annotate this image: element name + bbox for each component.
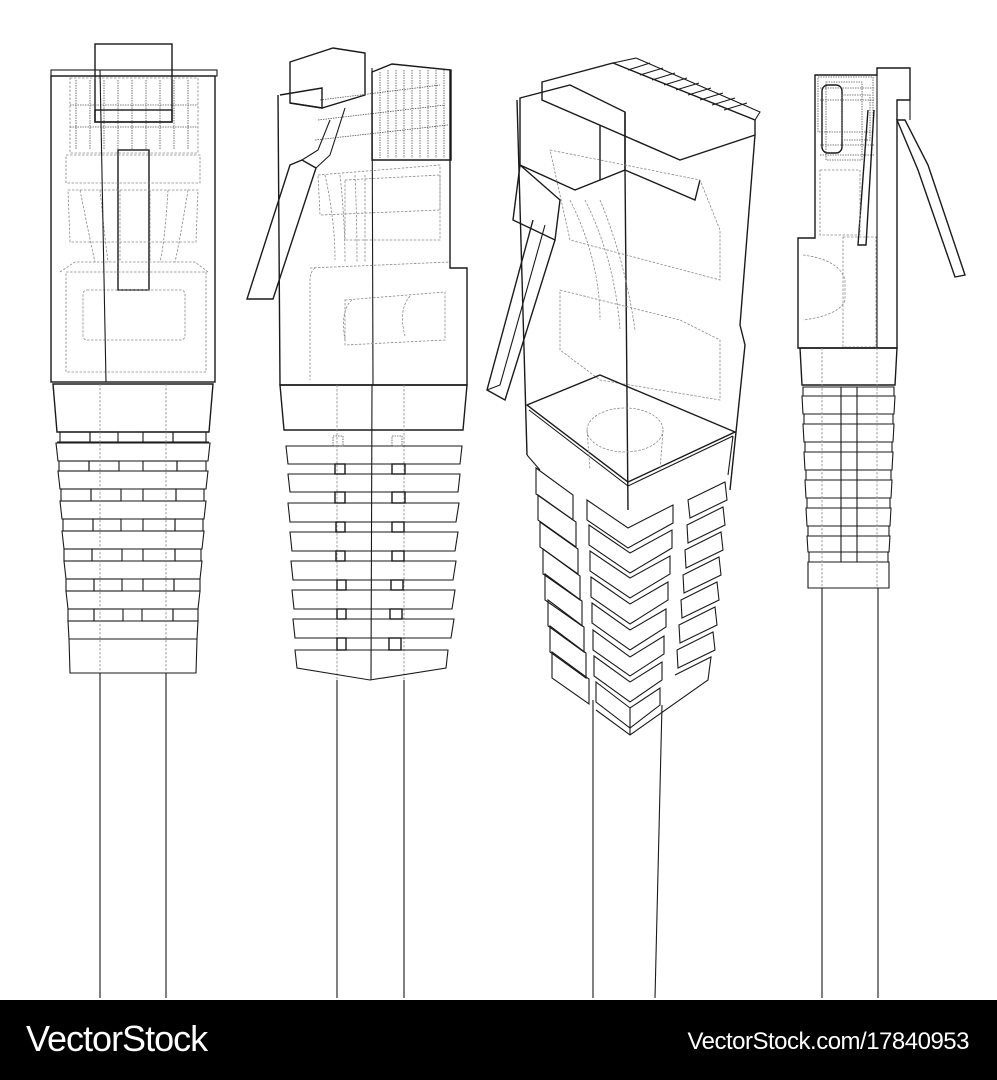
rj45-wireframe-drawing bbox=[50, 43, 966, 999]
connector-three-quarter-view bbox=[246, 47, 468, 998]
image-url-label: VectorStock.com/17840953 bbox=[687, 1028, 969, 1055]
connector-side-view bbox=[797, 67, 966, 998]
connector-front-view bbox=[50, 43, 218, 998]
illustration-canvas bbox=[50, 43, 966, 999]
watermark-footer: VectorStock VectorStock.com/17840953 bbox=[0, 1000, 997, 1080]
connector-isometric-view bbox=[486, 57, 761, 999]
vectorstock-brand-logo: VectorStock bbox=[26, 1018, 208, 1059]
